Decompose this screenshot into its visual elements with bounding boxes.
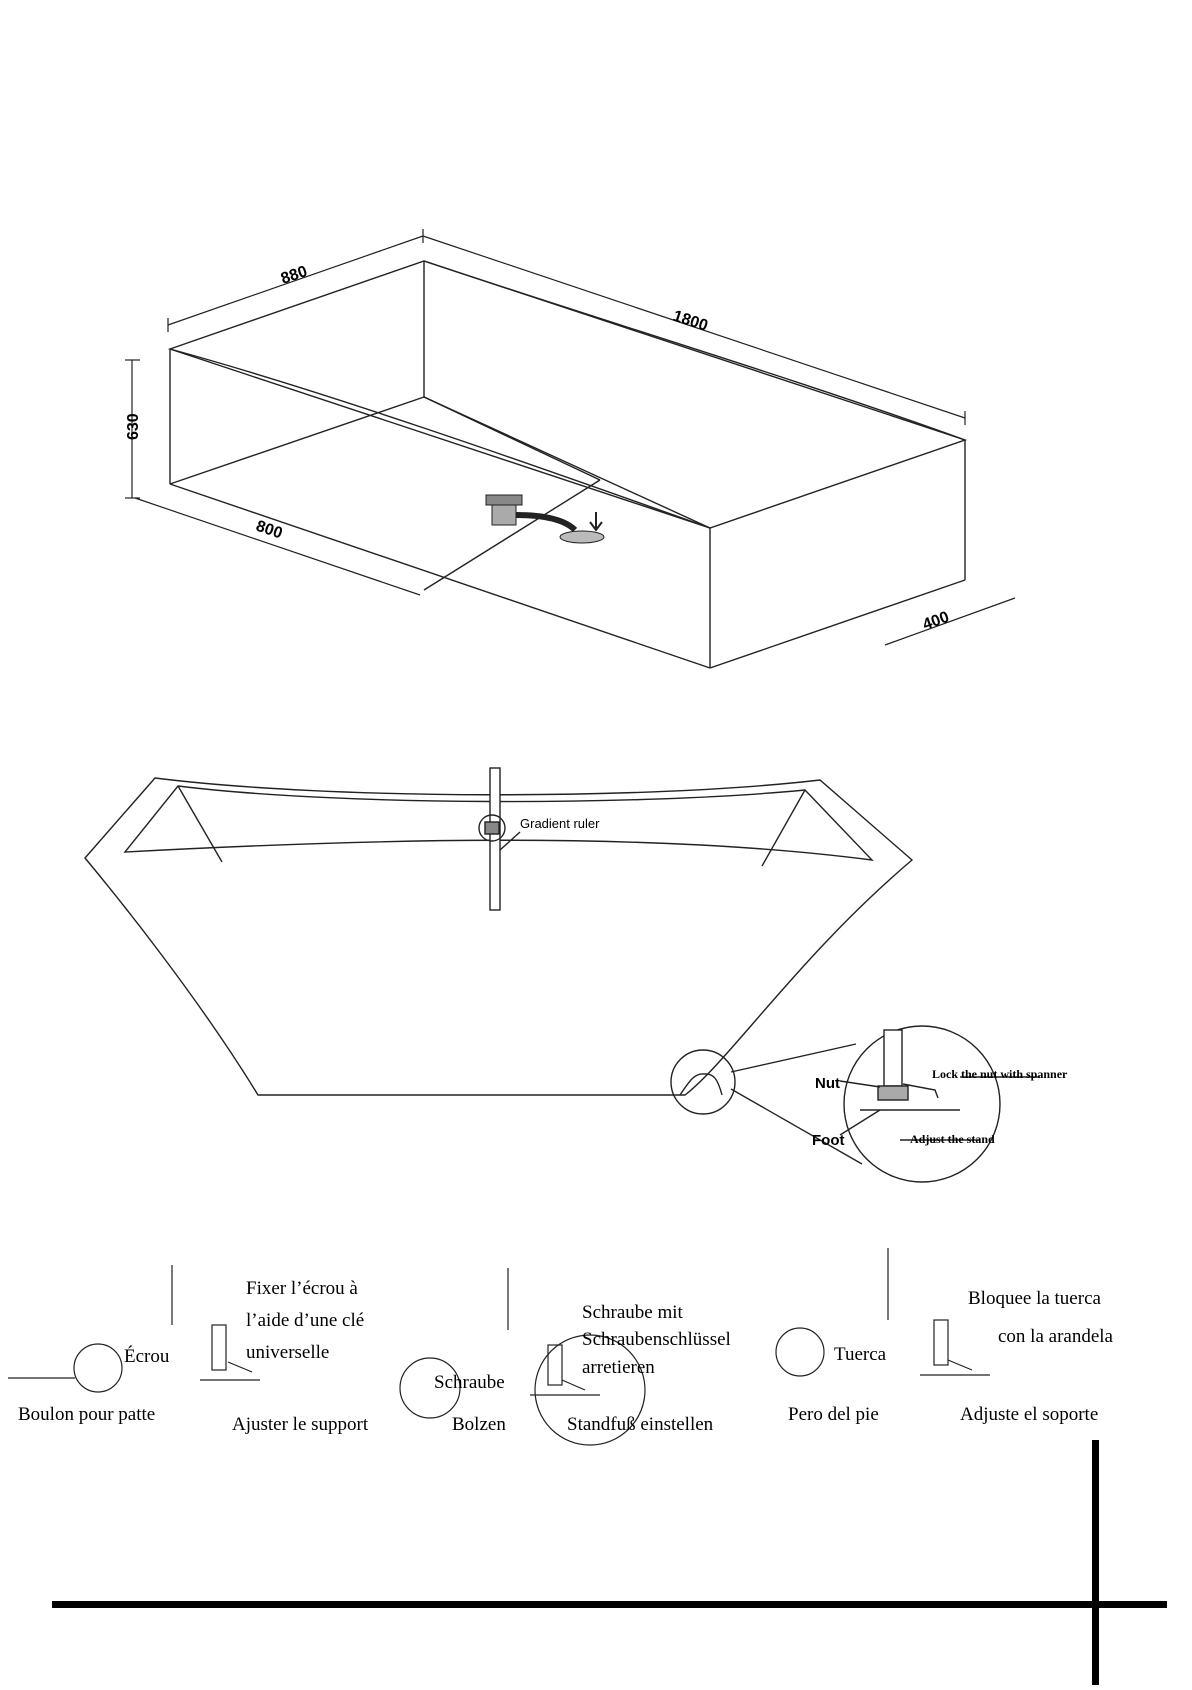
fr-fix-line1: Fixer l’écrou à bbox=[246, 1278, 358, 1299]
de-fix-line1: Schraube mit bbox=[582, 1302, 684, 1323]
fr-adjust-label: Ajuster le support bbox=[232, 1414, 369, 1435]
dimension-lines bbox=[125, 229, 1016, 646]
dimension-height-label: 630 bbox=[125, 413, 142, 440]
gradient-ruler-label: Gradient ruler bbox=[520, 816, 600, 831]
fr-fix-line3: universelle bbox=[246, 1342, 329, 1363]
lock-nut-label: Lock the nut with spanner bbox=[932, 1067, 1068, 1081]
es-adjust-label: Adjuste el soporte bbox=[960, 1404, 1098, 1425]
dimension-width-label: 880 bbox=[279, 263, 310, 288]
de-nut-label: Schraube bbox=[434, 1372, 505, 1393]
fr-fix-line2: l’aide d’une clé bbox=[246, 1310, 364, 1331]
spanish-detail-drawing bbox=[775, 1248, 990, 1377]
nut-label: Nut bbox=[815, 1075, 840, 1092]
side-view-tub bbox=[84, 767, 1040, 1183]
es-nut-label: Tuerca bbox=[834, 1344, 887, 1365]
es-fix-line1: Bloquee la tuerca bbox=[968, 1288, 1102, 1309]
de-adjust-label: Standfuß einstellen bbox=[567, 1414, 714, 1435]
dimension-base-height-label: 400 bbox=[921, 609, 952, 634]
german-detail-drawing bbox=[399, 1268, 646, 1446]
de-fix-line3: arretieren bbox=[582, 1357, 655, 1378]
crop-marks bbox=[52, 1440, 1167, 1685]
foot-label: Foot bbox=[812, 1132, 844, 1149]
fr-nut-label: Écrou bbox=[124, 1345, 170, 1367]
bathtub-box-drawing bbox=[167, 260, 968, 669]
french-detail-drawing bbox=[8, 1265, 260, 1393]
de-fix-line2: Schraubenschlüssel bbox=[582, 1329, 731, 1350]
es-bolt-label: Pero del pie bbox=[788, 1404, 879, 1425]
fr-bolt-label: Boulon pour patte bbox=[18, 1404, 155, 1425]
adjust-stand-label: Adjust the stand bbox=[910, 1132, 995, 1146]
drain-waste-icon bbox=[485, 494, 605, 544]
de-bolt-label: Bolzen bbox=[452, 1414, 506, 1435]
es-fix-line2: con la arandela bbox=[998, 1326, 1114, 1347]
dimension-length-label: 1800 bbox=[671, 308, 710, 335]
